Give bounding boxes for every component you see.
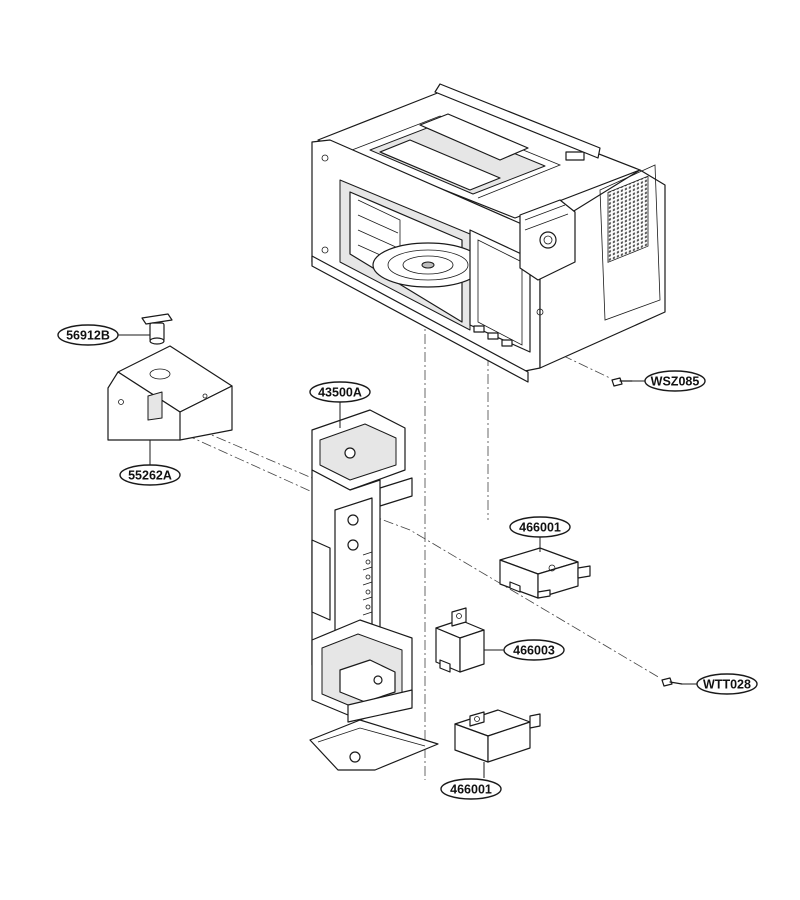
- callout-56912b: 56912B: [57, 324, 119, 346]
- callout-55262a: 55262A: [119, 464, 181, 486]
- part-43500a-latch-bracket: [309, 409, 439, 771]
- callout-wsz085: WSZ085: [644, 370, 706, 392]
- callout-label: 466001: [519, 521, 561, 535]
- screw-wsz085: [611, 377, 633, 387]
- screw-wtt028: [661, 677, 683, 687]
- callout-label: 43500A: [318, 386, 362, 400]
- callout-label: 55262A: [128, 469, 172, 483]
- callout-label: WSZ085: [651, 375, 700, 389]
- callout-label: 466003: [513, 644, 555, 658]
- callout-label: 466001: [450, 783, 492, 797]
- callout-466001-upper: 466001: [509, 516, 571, 538]
- callout-label: 56912B: [66, 329, 110, 343]
- part-466003-switch: [435, 607, 485, 673]
- callout-43500a: 43500A: [309, 381, 371, 403]
- callout-466003: 466003: [503, 639, 565, 661]
- part-466001-switch-upper: [499, 547, 591, 599]
- part-466001-switch-lower: [454, 709, 541, 763]
- callout-466001-lower: 466001: [440, 778, 502, 800]
- callout-leaders: [117, 334, 698, 778]
- oven-cavity-chassis: [311, 83, 666, 383]
- callout-label: WTT028: [703, 678, 751, 692]
- part-55262a-cover: [107, 345, 233, 441]
- part-56912b-cap: [141, 313, 173, 345]
- callout-wtt028: WTT028: [696, 673, 758, 695]
